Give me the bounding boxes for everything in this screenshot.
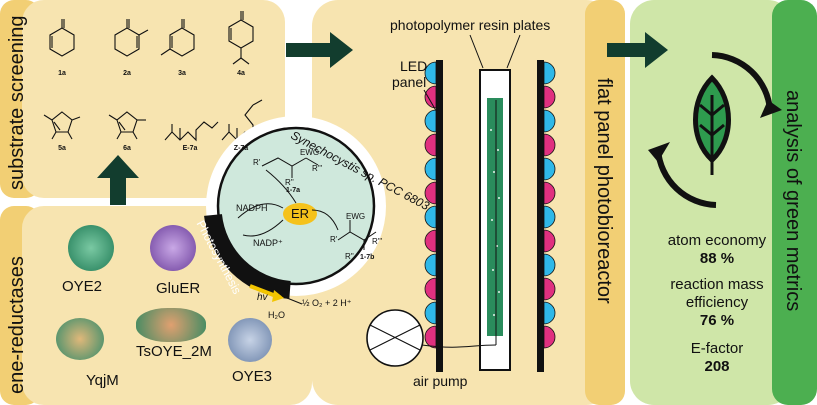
led-label-1: LED — [400, 58, 428, 74]
label-2a: 2a — [123, 70, 131, 77]
metric-atom-economy: atom economy 88 % — [632, 232, 802, 268]
photosynthesis-band — [204, 213, 291, 299]
structure-e7a — [164, 121, 219, 142]
enzyme-oye3-image — [228, 318, 272, 362]
metric-rme-name: reaction mass — [670, 276, 764, 293]
led-label-2: panel — [392, 74, 427, 90]
label-1a: 1a — [58, 70, 66, 77]
label-4a: 4a — [237, 70, 245, 77]
resin-label: photopolymer resin plates — [390, 17, 551, 33]
r1-prod: R' — [330, 235, 338, 244]
er-ellipse — [283, 203, 317, 225]
structure-2a — [114, 19, 149, 57]
er-label: ER — [291, 206, 310, 221]
cycle-arrows — [655, 52, 773, 208]
enzyme-gluer-image — [150, 225, 196, 271]
pump-label: air pump — [413, 373, 468, 389]
arrow-up — [97, 155, 139, 205]
r2-prod: R'' — [345, 252, 354, 261]
prod-label: 1-7b — [360, 254, 375, 261]
r3-prod: R''' — [372, 237, 383, 246]
nadp-label: NADP⁺ — [253, 238, 283, 248]
label-e7a: E-7a — [182, 145, 198, 152]
label-6a: 6a — [123, 145, 131, 152]
enzyme-oye3-label: OYE3 — [232, 368, 273, 385]
structure-3a — [160, 19, 195, 57]
reactor-culture — [487, 98, 503, 336]
label-5a: 5a — [58, 145, 66, 152]
hv-label: hv — [257, 292, 268, 303]
label-3a: 3a — [178, 70, 186, 77]
enzyme-gluer-label: GluER — [156, 280, 201, 297]
water-label: H₂O — [268, 310, 285, 320]
metric-rme: reaction mass efficiency 76 % — [632, 276, 802, 330]
metric-e-factor-value: 208 — [704, 358, 730, 375]
ewg-prod: EWG — [346, 212, 366, 221]
nadph-label: NADPH — [236, 203, 268, 213]
structure-5a — [43, 111, 81, 140]
r2-sub: R'' — [285, 178, 294, 187]
metric-atom-economy-name: atom economy — [667, 232, 767, 249]
label-z7a: Z-7a — [233, 145, 249, 152]
led-right — [543, 61, 556, 349]
arrow-right-1 — [286, 32, 353, 68]
enzyme-yqjm-image — [56, 318, 104, 360]
flat-panel-title: flat panel photobioreactor — [593, 78, 615, 304]
structure-1a — [49, 19, 75, 57]
enzyme-tsoye-label: TsOYE_2M — [136, 343, 212, 360]
metric-rme-value: 76 % — [699, 312, 735, 329]
enzyme-oye2-image — [68, 225, 114, 271]
sub-label: 1-7a — [286, 187, 301, 194]
metric-atom-economy-value: 88 % — [699, 250, 735, 267]
arrow-right-2 — [607, 32, 668, 68]
metric-rme-name2: efficiency — [685, 294, 749, 311]
oxygen-label: ½ O₂ + 2 H⁺ — [302, 298, 352, 308]
led-left — [424, 61, 437, 349]
structure-6a — [108, 111, 146, 140]
enzyme-yqjm-label: YqjM — [86, 372, 119, 389]
r3-sub: R''' — [312, 164, 323, 173]
enzyme-tsoye-image — [136, 308, 206, 342]
metric-e-factor: E-factor 208 — [632, 340, 802, 376]
green-metrics-title: analysis of green metrics — [782, 90, 804, 312]
r1-sub: R' — [253, 158, 261, 167]
metric-e-factor-name: E-factor — [690, 340, 744, 357]
ewg-sub: EWG — [300, 148, 320, 157]
structure-4a — [228, 11, 254, 65]
enzyme-oye2-label: OYE2 — [62, 278, 103, 295]
